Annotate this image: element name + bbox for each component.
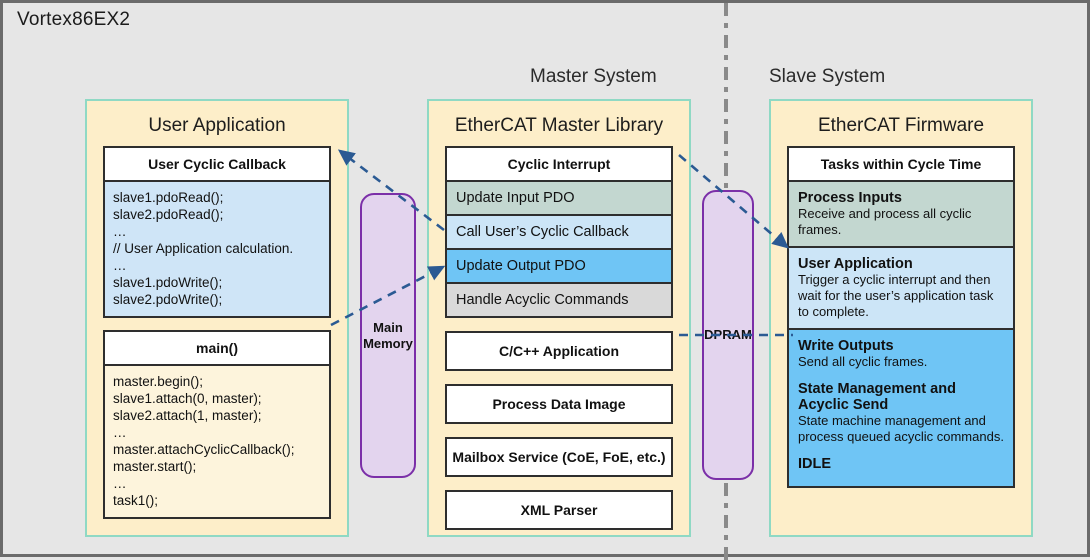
caption-master-system: Master System <box>530 66 657 87</box>
user-main-header: main() <box>105 332 329 364</box>
slave-step-process-inputs-desc: Receive and process all cyclic frames. <box>798 206 972 237</box>
user-main-box: main() master.begin(); slave1.attach(0, … <box>103 330 331 519</box>
slave-state-management-desc: State machine management and process que… <box>798 413 1004 444</box>
dpram-block: DPRAM <box>702 190 754 480</box>
main-memory-block: Main Memory <box>360 193 416 478</box>
master-step-call-user-callback: Call User’s Cyclic Callback <box>447 214 671 248</box>
master-module-c-cpp-application: C/C++ Application <box>445 331 673 371</box>
slave-idle-title: IDLE <box>798 456 832 472</box>
master-step-handle-acyclic: Handle Acyclic Commands <box>447 282 671 316</box>
slave-step-process-inputs: Process Inputs Receive and process all c… <box>789 180 1013 246</box>
cyclic-interrupt-header: Cyclic Interrupt <box>447 148 671 180</box>
panel-master-title: EtherCAT Master Library <box>454 115 664 136</box>
slave-write-outputs-desc: Send all cyclic frames. <box>798 354 928 369</box>
panel-slave-title: EtherCAT Firmware <box>817 115 985 136</box>
panel-ethercat-master-library: EtherCAT Master Library Cyclic Interrupt… <box>427 99 691 537</box>
tasks-within-cycle-time-box: Tasks within Cycle Time Process Inputs R… <box>787 146 1015 488</box>
user-main-code: master.begin(); slave1.attach(0, master)… <box>105 364 329 517</box>
cyclic-interrupt-box: Cyclic Interrupt Update Input PDO Call U… <box>445 146 673 318</box>
master-step-update-output-pdo: Update Output PDO <box>447 248 671 282</box>
tasks-cycle-time-header: Tasks within Cycle Time <box>789 148 1013 180</box>
page-title: Vortex86EX2 <box>17 9 131 30</box>
slave-step-user-application-desc: Trigger a cyclic interrupt and then wait… <box>798 272 994 319</box>
slave-step-write-outputs: Write Outputs Send all cyclic frames. St… <box>789 328 1013 486</box>
slave-step-user-application-title: User Application <box>798 256 913 272</box>
user-cyclic-callback-header: User Cyclic Callback <box>105 148 329 180</box>
master-module-mailbox-service: Mailbox Service (CoE, FoE, etc.) <box>445 437 673 477</box>
panel-user-application: User Application User Cyclic Callback sl… <box>85 99 349 537</box>
master-step-update-input-pdo: Update Input PDO <box>447 180 671 214</box>
panel-ethercat-firmware: EtherCAT Firmware Tasks within Cycle Tim… <box>769 99 1033 537</box>
user-cyclic-callback-box: User Cyclic Callback slave1.pdoRead(); s… <box>103 146 331 318</box>
user-cyclic-callback-code: slave1.pdoRead(); slave2.pdoRead(); … //… <box>105 180 329 316</box>
master-module-xml-parser: XML Parser <box>445 490 673 530</box>
caption-slave-system: Slave System <box>769 66 886 87</box>
slave-step-process-inputs-title: Process Inputs <box>798 190 902 206</box>
slave-state-management-title: State Management and Acyclic Send <box>798 381 956 413</box>
main-memory-label: Main Memory <box>363 319 413 351</box>
panel-user-title: User Application <box>148 115 286 136</box>
master-module-process-data-image: Process Data Image <box>445 384 673 424</box>
slave-step-user-application: User Application Trigger a cyclic interr… <box>789 246 1013 328</box>
slave-write-outputs-title: Write Outputs <box>798 338 894 354</box>
dpram-label: DPRAM <box>704 327 752 342</box>
